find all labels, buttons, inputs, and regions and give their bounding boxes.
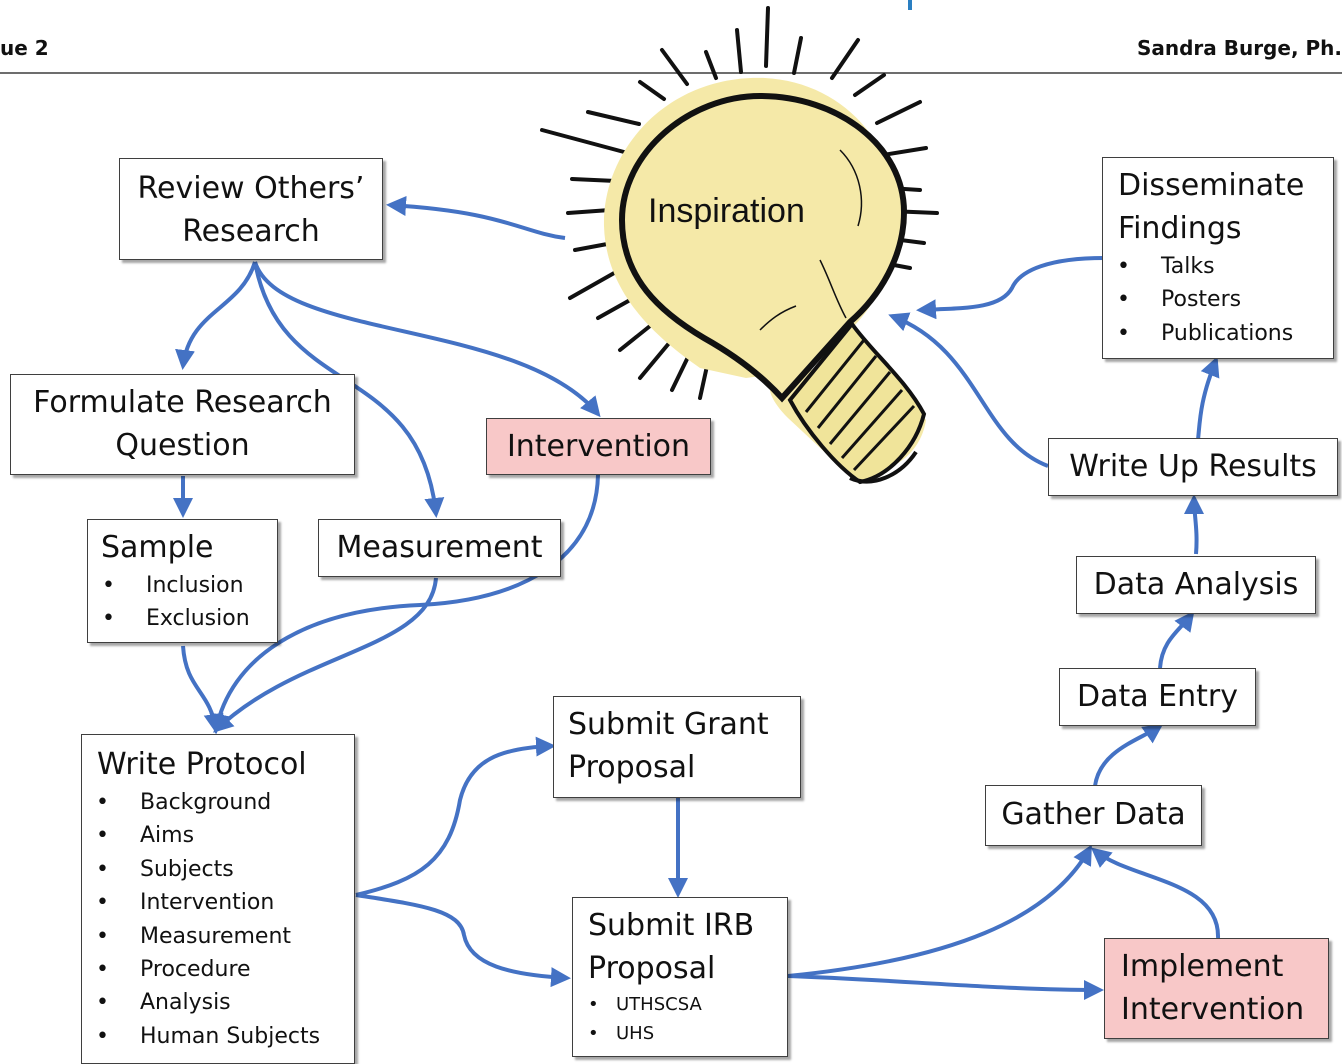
node-text: Measurement	[336, 530, 543, 565]
corner-accent-mark	[908, 0, 912, 10]
node-line: Findings	[1118, 211, 1242, 246]
node-line: Disseminate	[1118, 168, 1305, 203]
arrow-writeup-to-disseminate	[1196, 356, 1220, 441]
arrow-intervention-to-protocol	[209, 474, 600, 734]
node-review-others-research: Review Others’ Research	[119, 158, 383, 260]
node-title: Write Protocol	[97, 747, 307, 782]
node-line: Implement	[1121, 949, 1284, 984]
node-line: Formulate Research	[33, 385, 332, 420]
arrow-irb-to-implement	[787, 974, 1104, 1000]
list-item: Analysis	[82, 986, 354, 1020]
node-write-protocol: Write Protocol Background Aims Subjects …	[81, 734, 355, 1064]
arrow-inspiration-to-review	[386, 195, 566, 240]
irb-sites-list: UTHSCSA UHS	[588, 990, 787, 1048]
node-line: Question	[115, 428, 250, 463]
arrow-writeup-to-inspiration	[888, 312, 1049, 468]
arrow-gather-to-entry	[1093, 723, 1164, 787]
list-item: Posters	[1103, 283, 1333, 317]
node-title: Sample	[101, 530, 214, 565]
list-item: Measurement	[82, 920, 354, 954]
list-item: Subjects	[82, 853, 354, 887]
sample-criteria-list: Inclusion Exclusion	[88, 569, 277, 636]
node-sample: Sample Inclusion Exclusion	[87, 519, 278, 643]
node-text: Intervention	[506, 429, 691, 464]
arrow-review-to-formulate	[175, 261, 257, 370]
node-text: Data Analysis	[1093, 567, 1299, 602]
node-text: Data Entry	[1077, 679, 1238, 714]
list-item: Background	[82, 786, 354, 820]
arrow-protocol-to-irb	[355, 893, 571, 988]
list-item: Talks	[1103, 250, 1333, 284]
arrow-disseminate-to-inspiration	[916, 256, 1105, 320]
arrow-protocol-to-grant	[355, 736, 556, 897]
node-submit-irb-proposal: Submit IRB Proposal UTHSCSA UHS	[572, 897, 788, 1057]
arrow-irb-to-gather	[787, 844, 1092, 978]
node-text: Write Up Results	[1069, 449, 1317, 484]
list-item: Exclusion	[88, 602, 277, 636]
arrow-sample-to-protocol	[181, 645, 224, 734]
node-line: Intervention	[1121, 992, 1305, 1027]
dissemination-list: Talks Posters Publications	[1103, 250, 1333, 351]
header-divider	[0, 72, 1342, 74]
list-item: Intervention	[82, 886, 354, 920]
node-line: Submit Grant	[568, 707, 769, 742]
list-item: Publications	[1103, 317, 1333, 351]
list-item: UHS	[588, 1019, 787, 1048]
node-implement-intervention: Implement Intervention	[1104, 938, 1329, 1039]
arrow-implement-to-gather	[1090, 847, 1221, 939]
node-line: Proposal	[588, 951, 716, 986]
node-submit-grant-proposal: Submit Grant Proposal	[553, 696, 801, 798]
list-item: UTHSCSA	[588, 990, 787, 1019]
node-line: Review Others’	[137, 171, 365, 206]
list-item: Aims	[82, 819, 354, 853]
node-measurement: Measurement	[318, 519, 561, 577]
node-text: Gather Data	[1001, 797, 1186, 832]
node-write-up-results: Write Up Results	[1048, 438, 1338, 496]
arrow-analysis-to-writeup	[1184, 494, 1205, 555]
node-intervention: Intervention	[486, 418, 711, 475]
node-disseminate-findings: Disseminate Findings Talks Posters Publi…	[1102, 157, 1334, 359]
header-author: Sandra Burge, Ph.	[1136, 36, 1342, 60]
node-gather-data: Gather Data	[985, 785, 1202, 846]
inspiration-label: Inspiration	[648, 192, 805, 230]
node-data-analysis: Data Analysis	[1076, 556, 1316, 614]
arrow-entry-to-analysis	[1158, 610, 1195, 669]
protocol-sections-list: Background Aims Subjects Intervention Me…	[82, 786, 354, 1054]
node-formulate-research-question: Formulate Research Question	[10, 374, 355, 475]
node-line: Submit IRB	[588, 908, 755, 943]
arrow-review-to-intervention	[253, 261, 601, 418]
node-line: Research	[182, 214, 320, 249]
header-left-text: ue 2	[0, 36, 49, 60]
list-item: Human Subjects	[82, 1020, 354, 1054]
lightbulb-icon	[540, 6, 939, 485]
list-item: Inclusion	[88, 569, 277, 603]
node-data-entry: Data Entry	[1059, 668, 1256, 726]
node-line: Proposal	[568, 750, 696, 785]
list-item: Procedure	[82, 953, 354, 987]
